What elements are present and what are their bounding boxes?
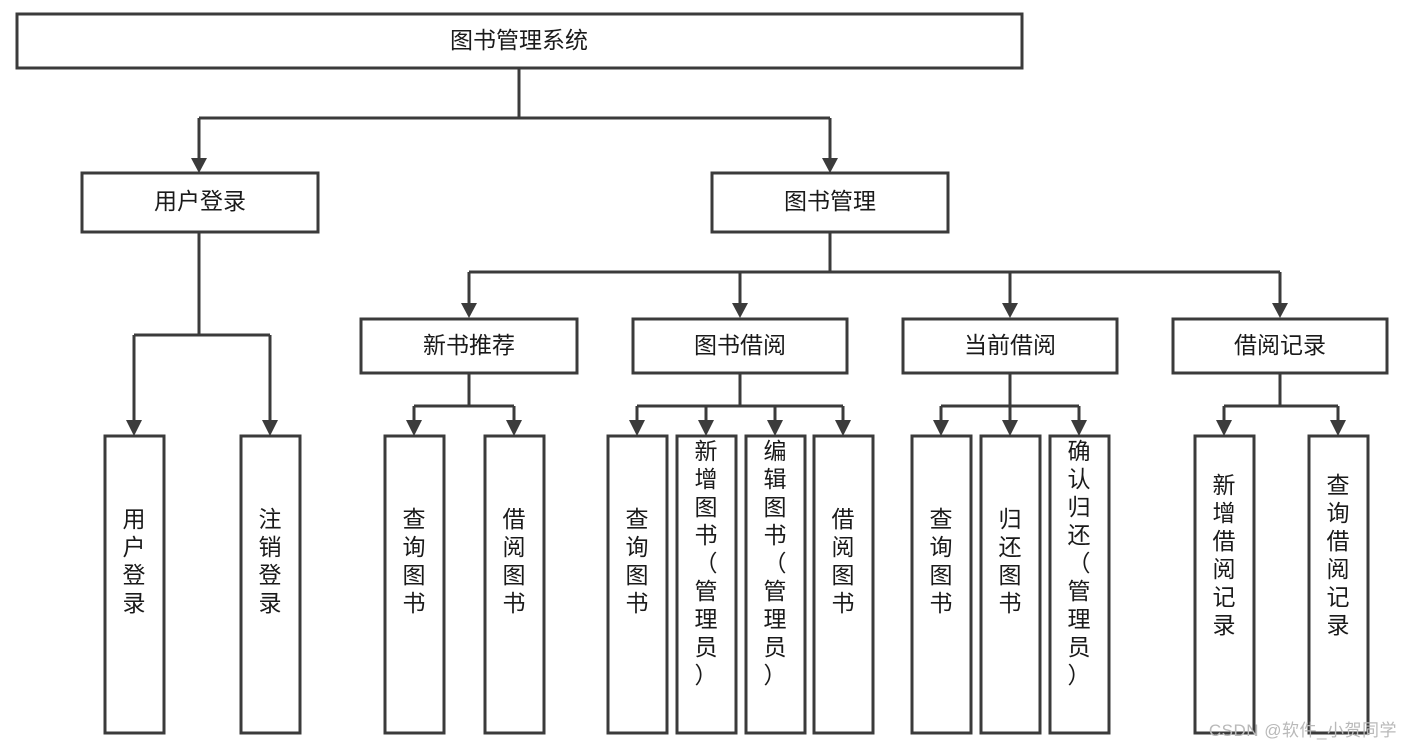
arrow-add-book [698, 420, 714, 436]
node-leaf-user-login-label: 用户登录 [123, 506, 146, 616]
node-leaf-query-book-1-label: 查询图书 [403, 506, 426, 616]
node-leaf-query-book-1[interactable]: 查询图书 [383, 434, 446, 735]
arrow-query-book-3 [933, 420, 949, 436]
node-current-borrow-label: 当前借阅 [964, 332, 1056, 358]
node-leaf-borrow-book-2-label: 借阅图书 [832, 506, 855, 616]
node-book-borrow[interactable]: 图书借阅 [631, 317, 849, 375]
connector-layer [126, 68, 1346, 436]
arrow-return-book [1002, 420, 1018, 436]
node-borrow-record-label: 借阅记录 [1234, 332, 1326, 358]
arrow-leaf-logout [262, 420, 278, 436]
node-leaf-add-record-label: 新增借阅记录 [1213, 472, 1236, 638]
node-leaf-borrow-book-1-label: 借阅图书 [503, 506, 526, 616]
node-root-label: 图书管理系统 [450, 27, 588, 53]
arrow-user-login [191, 158, 207, 173]
node-leaf-return-book-label: 归还图书 [999, 506, 1022, 616]
node-leaf-query-record[interactable]: 查询借阅记录 [1307, 434, 1370, 735]
node-leaf-logout-login[interactable]: 注销登录 [239, 434, 302, 735]
node-leaf-add-book-label: 新增图书（管理员） [695, 438, 718, 688]
node-book-borrow-label: 图书借阅 [694, 332, 786, 358]
node-leaf-edit-book-label: 编辑图书（管理员） [764, 438, 787, 688]
arrow-leaf-user-login [126, 420, 142, 436]
arrow-add-record [1216, 420, 1232, 436]
node-leaf-query-book-2-label: 查询图书 [626, 506, 649, 616]
node-book-manage[interactable]: 图书管理 [710, 171, 950, 234]
node-leaf-user-login[interactable]: 用户登录 [103, 434, 166, 735]
arrow-query-book-2 [629, 420, 645, 436]
arrow-borrow-book-2 [835, 420, 851, 436]
node-leaf-confirm-return-label: 确认归还（管理员） [1068, 438, 1091, 688]
arrow-book-borrow [732, 303, 748, 318]
node-leaf-query-book-3[interactable]: 查询图书 [910, 434, 973, 735]
node-borrow-record[interactable]: 借阅记录 [1171, 317, 1389, 375]
node-leaf-query-book-2[interactable]: 查询图书 [606, 434, 669, 735]
node-book-manage-label: 图书管理 [784, 188, 876, 214]
arrow-book-manage [822, 158, 838, 173]
node-leaf-confirm-return[interactable]: 确认归还（管理员） [1048, 434, 1111, 735]
node-user-login-label: 用户登录 [154, 188, 246, 214]
arrow-borrow-record [1272, 303, 1288, 318]
node-leaf-query-record-label: 查询借阅记录 [1327, 472, 1350, 638]
arrow-query-record [1330, 420, 1346, 436]
node-root-book-management-system[interactable]: 图书管理系统 [15, 12, 1024, 70]
arrow-confirm-return [1071, 420, 1087, 436]
node-current-borrow[interactable]: 当前借阅 [901, 317, 1119, 375]
node-leaf-edit-book[interactable]: 编辑图书（管理员） [744, 434, 807, 735]
node-leaf-return-book[interactable]: 归还图书 [979, 434, 1042, 735]
node-leaf-add-book[interactable]: 新增图书（管理员） [675, 434, 738, 735]
node-leaf-logout-login-label: 注销登录 [259, 506, 282, 616]
arrow-new-book-recommend [461, 303, 477, 318]
node-leaf-borrow-book-2[interactable]: 借阅图书 [812, 434, 875, 735]
node-leaf-borrow-book-1[interactable]: 借阅图书 [483, 434, 546, 735]
arrow-query-book-1 [406, 420, 422, 436]
node-leaf-add-record[interactable]: 新增借阅记录 [1193, 434, 1256, 735]
arrow-borrow-book-1 [506, 420, 522, 436]
arrow-current-borrow [1002, 303, 1018, 318]
arrow-edit-book [767, 420, 783, 436]
node-new-book-recommend-label: 新书推荐 [423, 332, 515, 358]
node-leaf-query-book-3-label: 查询图书 [930, 506, 953, 616]
node-new-book-recommend[interactable]: 新书推荐 [359, 317, 579, 375]
node-user-login[interactable]: 用户登录 [80, 171, 320, 234]
